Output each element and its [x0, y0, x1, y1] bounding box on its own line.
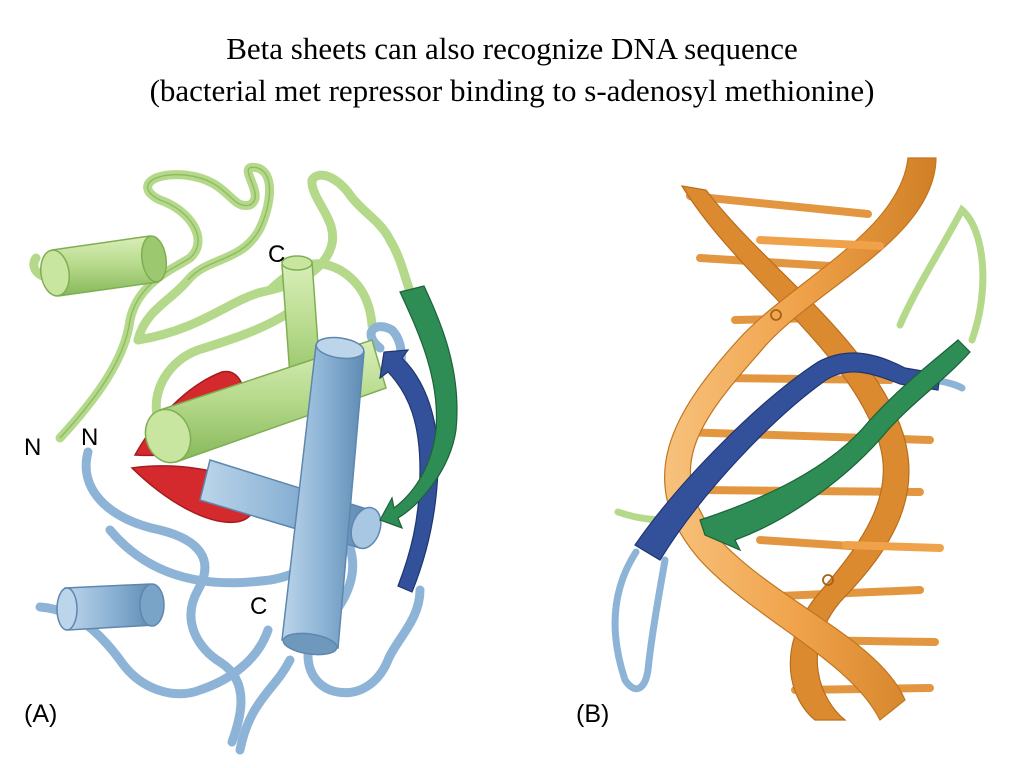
dna-strand-back: [680, 185, 910, 721]
panel-a-label: (A): [24, 700, 57, 728]
panel-b-label: (B): [576, 700, 609, 728]
panel-b-structure: (B): [576, 157, 987, 728]
blue-helix-bottom-left: [56, 583, 165, 631]
dna-base-pairs-front: [756, 236, 944, 552]
terminus-c-green: C: [268, 241, 285, 268]
panel-a-structure: N N C C (A): [24, 162, 458, 755]
terminus-n-blue: N: [81, 424, 98, 451]
beta-strand-green-b: [699, 339, 971, 552]
dna-marker-lower: [822, 574, 834, 586]
title-line-1: Beta sheets can also recognize DNA seque…: [226, 31, 798, 66]
terminus-c-blue: C: [250, 593, 267, 620]
dna-marker-upper: [770, 309, 782, 321]
blue-helix-horizontal: [199, 459, 382, 550]
dna-strand-front: [663, 157, 937, 721]
beta-strand-green-a: [379, 285, 458, 530]
green-helix-top-left: [40, 235, 168, 297]
title-line-2: (bacterial met repressor binding to s-ad…: [149, 73, 875, 108]
slide-title: Beta sheets can also recognize DNA seque…: [0, 28, 1024, 112]
terminus-n-green: N: [24, 434, 41, 461]
blue-helix-vertical: [281, 336, 365, 656]
green-subunit-coil-outline: [59, 166, 271, 439]
